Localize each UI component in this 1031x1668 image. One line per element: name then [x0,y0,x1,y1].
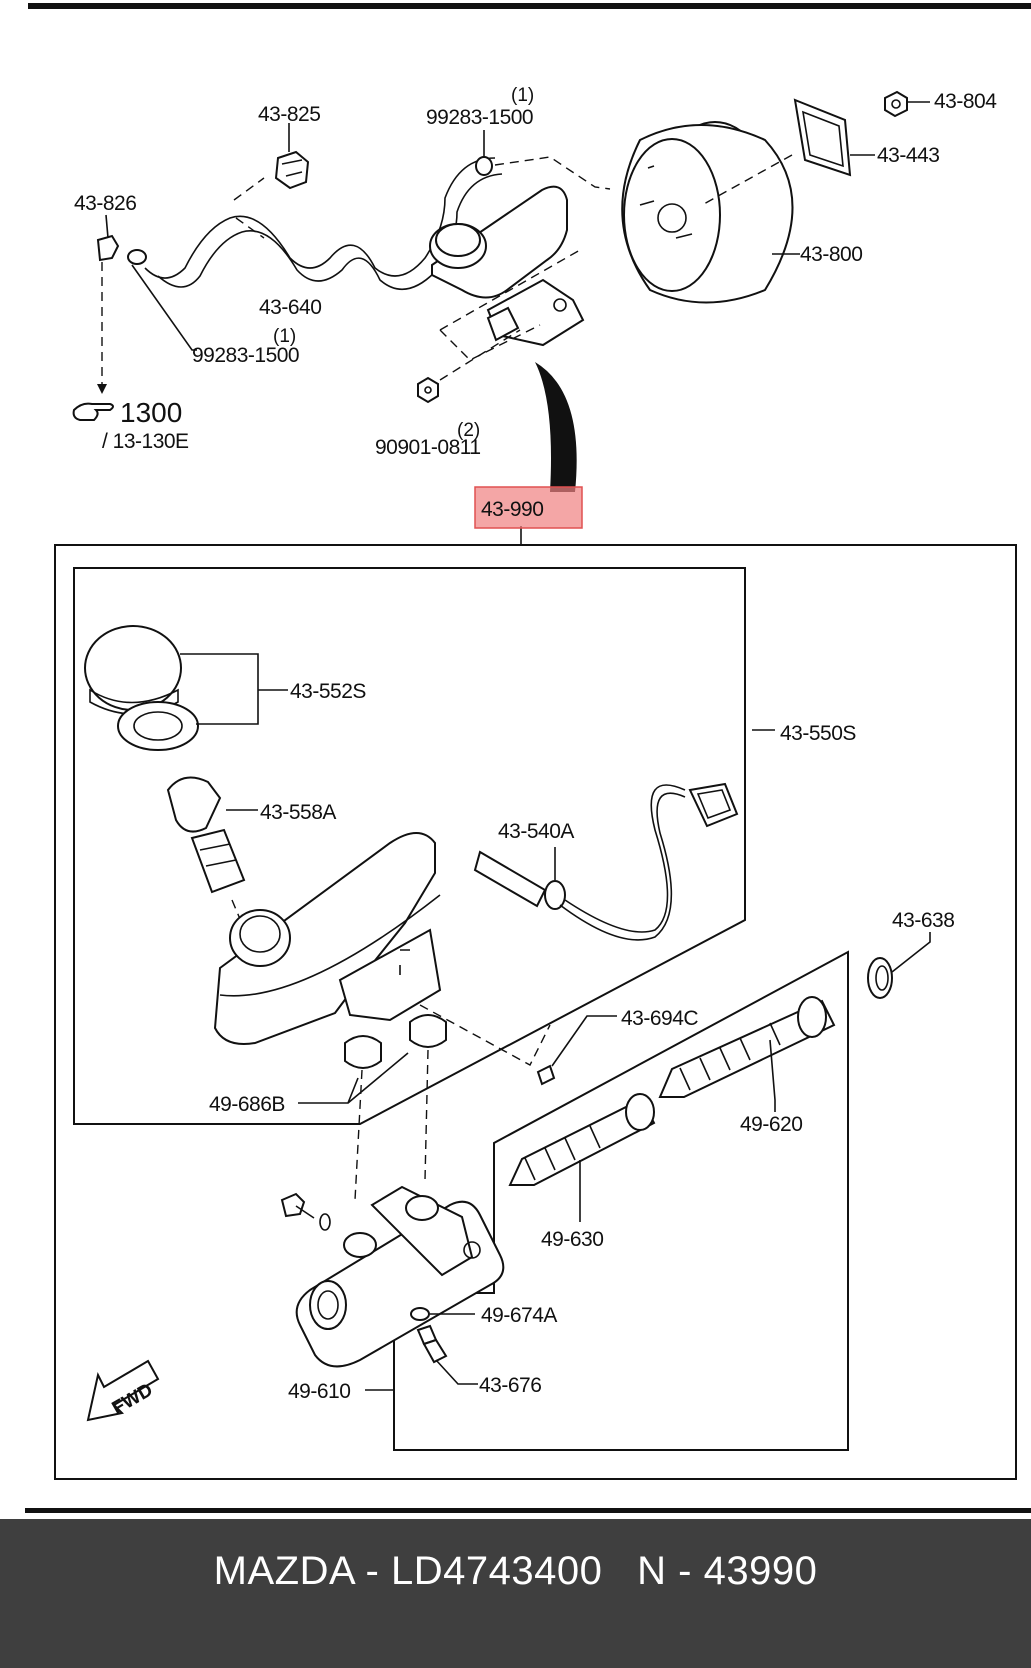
label-43-800: 43-800 [800,243,862,266]
footer-bar: MAZDA - LD4743400 N - 43990 [0,1519,1031,1668]
label-ref-1300: 1300 [120,397,182,428]
strainer-43-558A-icon [166,776,246,894]
nut-90901-0811-icon [417,376,439,404]
hand-pointer-icon [72,402,114,421]
label-49-674A: 49-674A [481,1304,557,1327]
footer-part-number: MAZDA - LD4743400 N - 43990 [213,1549,818,1593]
label-ref-13-130E: / 13-130E [102,430,189,453]
hose-clamp-top-icon [475,156,493,176]
label-43-990: 43-990 [481,498,543,521]
secondary-piston-49-620-icon [658,996,836,1098]
bottom-rule [25,1508,1031,1513]
gasket-43-443-icon [793,98,852,177]
reservoir-body-icon [213,832,442,1045]
label-99283-lower: 99283-1500 [192,344,299,367]
label-43-825: 43-825 [258,103,320,126]
label-43-558A: 43-558A [260,801,336,824]
union-bolt-43-676-icon [416,1324,448,1364]
bolt-icon [280,1192,331,1231]
fluid-level-sensor-43-540A-icon [473,782,739,941]
pointer-arrow-icon [535,362,577,492]
clamp-43-825-icon [274,150,310,190]
label-90901-0811: 90901-0811 [375,436,481,459]
brake-booster-43-800-icon [621,121,794,304]
label-49-620: 49-620 [740,1113,802,1136]
label-90901-qty: (2) [457,420,480,441]
label-43-694C: 43-694C [621,1007,698,1030]
label-49-630: 49-630 [541,1228,603,1251]
fwd-arrow-icon: FWD [86,1359,160,1422]
reservoir-cap-43-552S-icon [84,625,199,751]
reservoir-kit-43-550S-frame [73,567,746,1125]
label-43-804: 43-804 [934,90,997,113]
label-43-826: 43-826 [74,192,136,215]
label-43-638: 43-638 [892,909,954,932]
label-49-610: 49-610 [288,1380,350,1403]
master-cylinder-body-icon [295,1185,505,1368]
nut-43-804-icon [884,90,908,118]
label-43-552S: 43-552S [290,680,366,703]
label-43-550S: 43-550S [780,722,856,745]
check-valve-43-826-icon [96,214,120,262]
label-43-443: 43-443 [877,144,939,167]
label-49-686B: 49-686B [209,1093,285,1116]
screw-43-694C-icon [536,1064,556,1086]
top-rule [28,3,1031,9]
parts-diagram: FWD 43-825 (1) 99283-1500 43-804 43-443 … [25,3,1031,1513]
label-43-540A: 43-540A [498,820,574,843]
label-43-676: 43-676 [479,1374,541,1397]
snap-ring-43-638-icon [867,957,893,999]
hose-clamp-left-icon [127,249,147,265]
master-cylinder-assembly-icon [429,185,585,347]
o-ring-49-674A-icon [410,1307,430,1321]
label-99283-top-qty: (1) [511,85,534,106]
grommet-49-686B-icon [344,1014,447,1069]
kit-43-990-frame [54,544,1017,1480]
highlight-43-990 [474,486,583,529]
label-99283-top: 99283-1500 [426,106,533,129]
primary-piston-49-630-icon [508,1093,656,1186]
label-43-640: 43-640 [259,296,321,319]
label-99283-lower-qty: (1) [273,326,296,347]
